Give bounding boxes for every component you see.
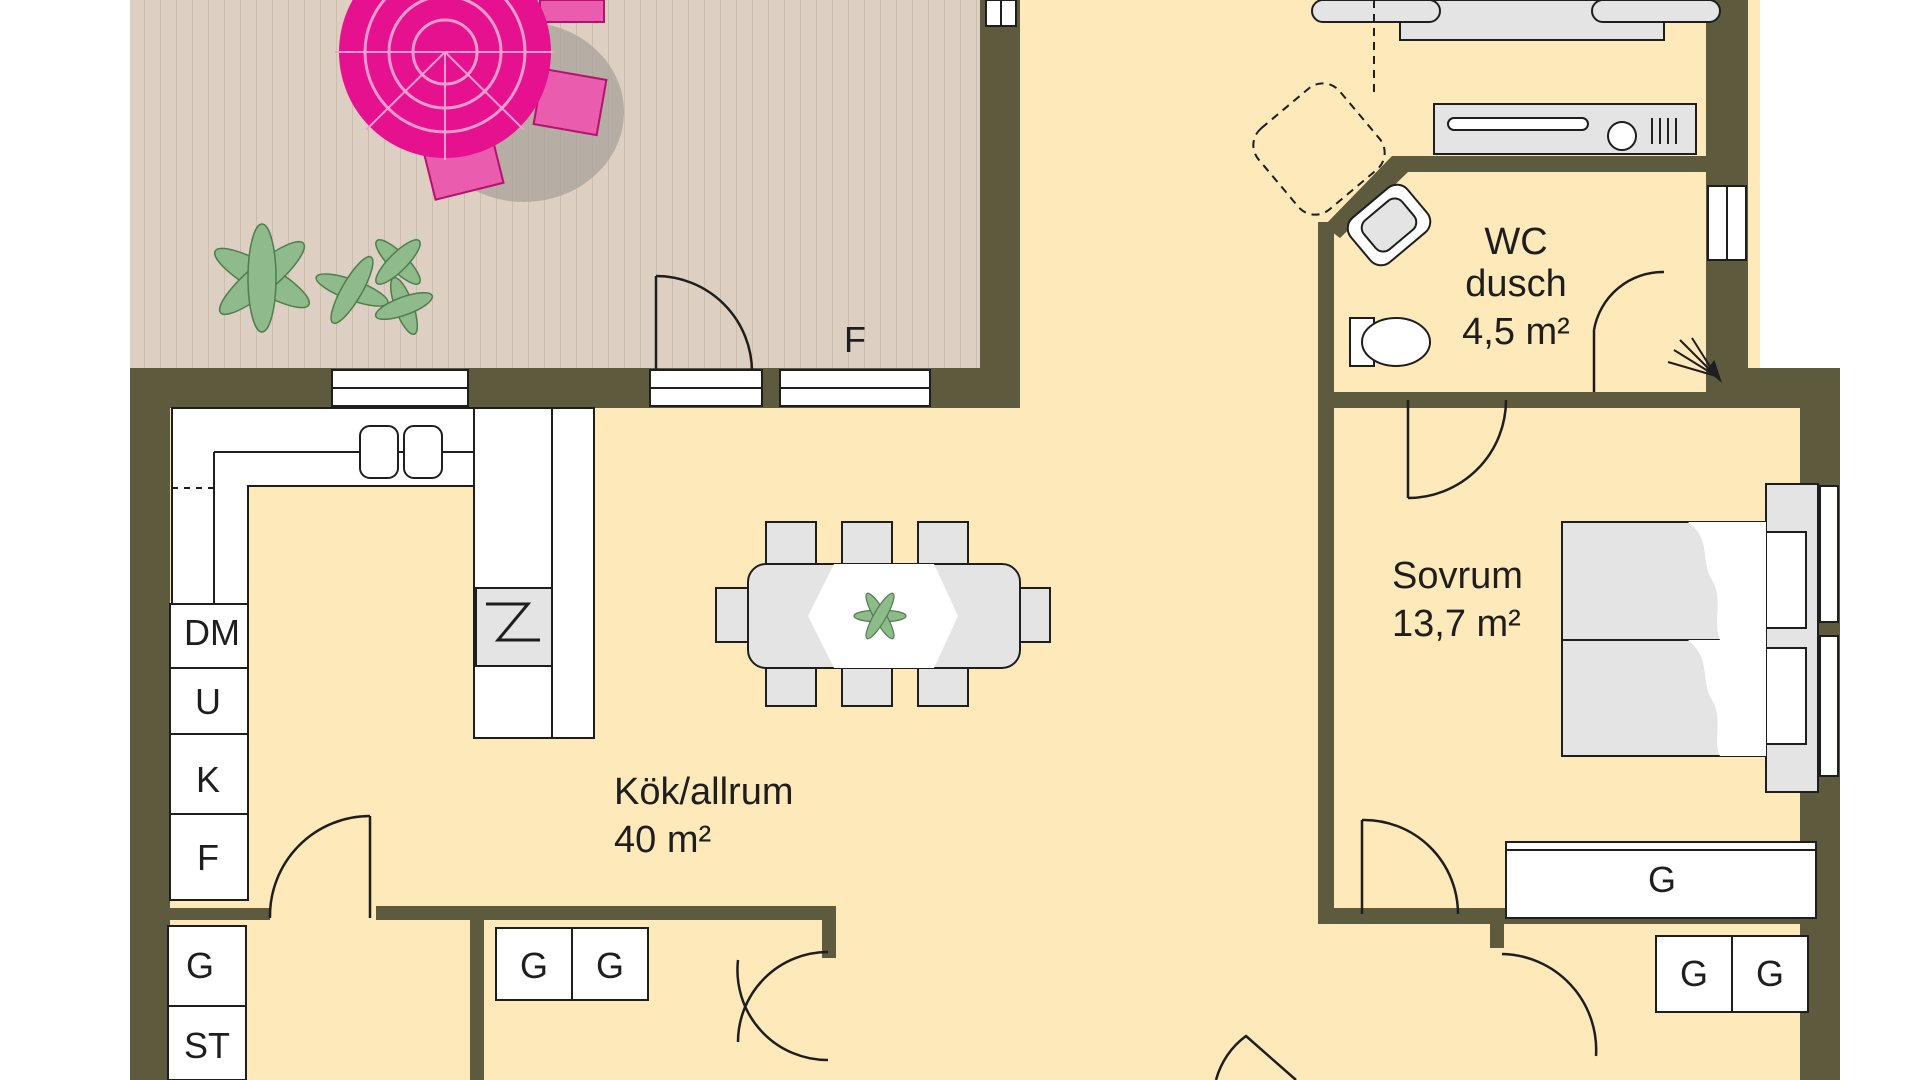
dining-table-icon (715, 521, 1051, 707)
label-g-left: G (186, 945, 214, 986)
closet-right (1655, 935, 1809, 1013)
freezer (169, 813, 249, 901)
wall-hall-mid (376, 906, 836, 920)
label-st: ST (184, 1025, 230, 1066)
bed-duvet (1688, 640, 1766, 756)
window-terrace-right (779, 369, 931, 407)
label-g-bedroom: G (1648, 859, 1676, 900)
room-name-wc-1: WC (1484, 221, 1547, 263)
sink-icon (1346, 183, 1432, 267)
wall-hall-right (822, 906, 836, 958)
sink-icon (359, 425, 443, 479)
wall-terrace-right (980, 0, 1020, 408)
wall-left-outer (130, 368, 170, 1080)
bed-icon (1561, 483, 1819, 793)
wall-kitchen-bottom (170, 908, 270, 920)
wall-wc-top (1392, 156, 1722, 172)
wardrobe-bedroom (1505, 841, 1817, 919)
fridge-cabinet (169, 733, 249, 815)
kitchen-island (473, 407, 595, 739)
window-terrace-door (649, 369, 763, 407)
wc-door[interactable] (1406, 399, 1508, 500)
wall-wc-diagonal (1324, 156, 1408, 238)
patio-set (335, 0, 624, 202)
window-top-center (985, 0, 1017, 27)
stove-icon (475, 587, 553, 667)
bed-frame (1765, 483, 1819, 793)
wall-wc-left (1318, 222, 1334, 924)
label-g-hall-2: G (596, 945, 624, 986)
bedroom-door[interactable] (1360, 818, 1460, 915)
plant-icon (853, 592, 907, 640)
closet-hall (495, 927, 649, 1001)
room-name-wc-2: dusch (1465, 263, 1566, 305)
sink-icon (1311, 0, 1441, 23)
shower-door[interactable] (1592, 270, 1665, 392)
shower-icon (1667, 337, 1723, 384)
bed-pillow (1765, 531, 1807, 629)
wardrobe-g-left (167, 925, 247, 1007)
label-f: F (197, 837, 219, 878)
terrace-door[interactable] (654, 274, 754, 373)
room-area-kok: 40 m² (614, 819, 711, 861)
label-k: K (196, 759, 220, 800)
deck-label-f: F (844, 319, 866, 360)
bed-pillow (1765, 647, 1807, 745)
label-g-right-1: G (1680, 953, 1708, 994)
room-area-wc: 4,5 m² (1462, 311, 1570, 353)
storage-st (167, 1005, 247, 1080)
doors (268, 270, 1665, 1080)
washer-icon (1433, 103, 1697, 155)
toilet-icon (1349, 317, 1431, 367)
room-name-sovrum: Sovrum (1392, 555, 1523, 597)
dryer-dashed (1252, 0, 1386, 216)
wall-hall-left (470, 906, 484, 1080)
umbrella-icon (335, 0, 555, 160)
room-name-kok: Kök/allrum (614, 771, 794, 813)
front-door[interactable] (1214, 1034, 1297, 1080)
wc-fixtures (1346, 183, 1723, 384)
wall-closet-right (1490, 908, 1504, 948)
laundry-basin (1591, 0, 1721, 23)
hallway-door-left[interactable] (268, 814, 372, 919)
label-dm: DM (184, 612, 240, 653)
label-g-hall-1: G (520, 945, 548, 986)
hall-door-mid[interactable] (736, 950, 829, 1062)
wall-wc-bottom (1318, 392, 1738, 408)
window-wc (1707, 185, 1747, 261)
room-area-sovrum: 13,7 m² (1392, 603, 1521, 645)
window-terrace-left (331, 369, 469, 407)
label-u: U (195, 681, 221, 722)
laundry-area (1252, 0, 1721, 216)
label-g-right-2: G (1756, 953, 1784, 994)
exterior-right (1840, 0, 1920, 1080)
bed-duvet (1688, 522, 1766, 640)
kitchen-appliances (167, 603, 249, 1080)
plant-icon (213, 223, 434, 336)
closet-door-right[interactable] (1501, 952, 1598, 1057)
